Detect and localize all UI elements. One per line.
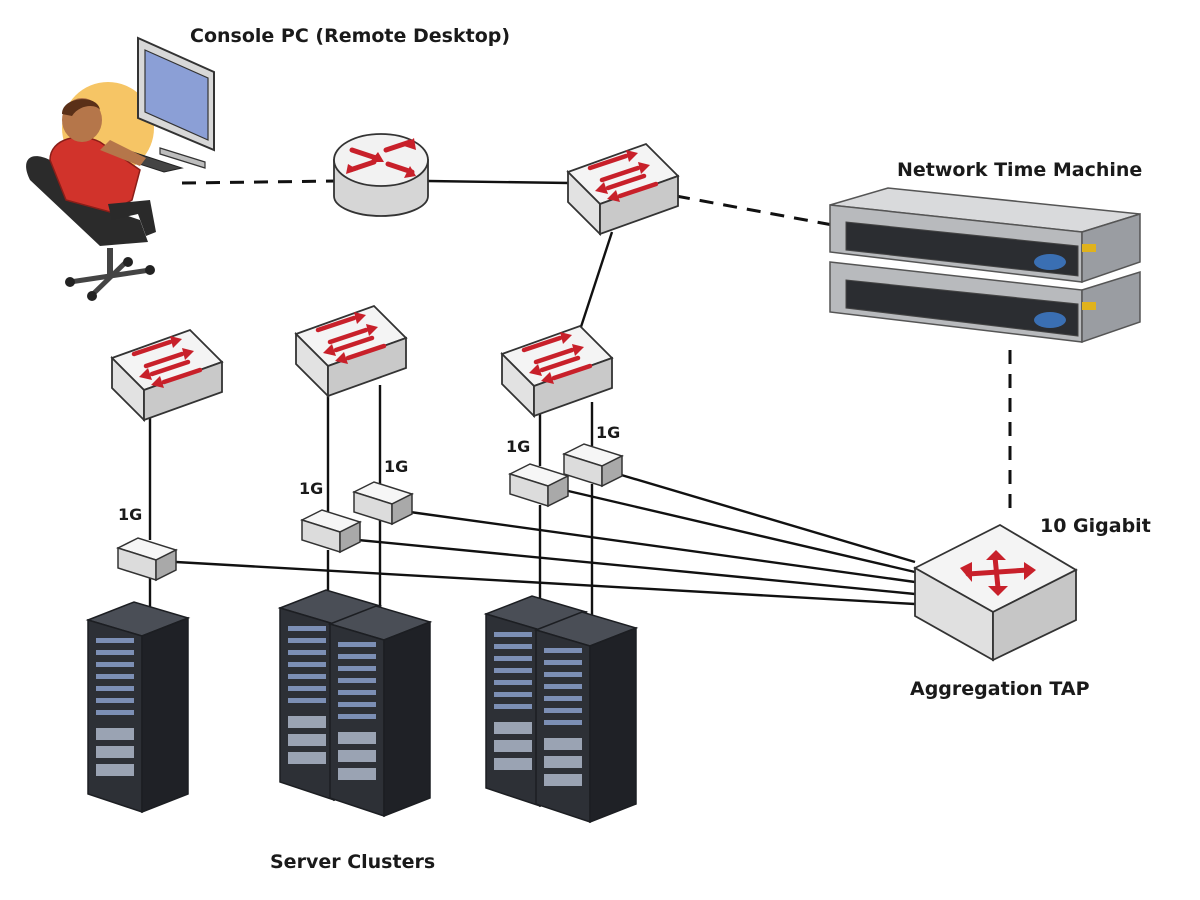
tap-3-icon [353, 481, 413, 525]
link-console-router [181, 179, 339, 185]
server-rack-3-icon [329, 605, 431, 817]
router-icon [333, 133, 429, 217]
switch-3-icon [502, 326, 612, 416]
link-label-1g-2: 1G [299, 479, 323, 498]
server-clusters-label: Server Clusters [270, 851, 435, 873]
tap-5-icon [563, 443, 623, 487]
link-label-1g-1: 1G [118, 505, 142, 524]
rack-appliance-icon [829, 187, 1141, 344]
link-tap4-aggregation [563, 488, 916, 574]
link-label-1g-5: 1G [596, 423, 620, 442]
link-label-1g-3: 1G [384, 457, 408, 476]
link-label-1g-4: 1G [506, 437, 530, 456]
console-pc-label: Console PC (Remote Desktop) [190, 25, 510, 47]
link-tap2-aggregation [357, 538, 916, 596]
person-at-computer-icon [26, 36, 215, 301]
aggregation-tap-icon [913, 523, 1078, 662]
tap-2-icon [301, 509, 361, 553]
core-switch-icon [568, 144, 678, 234]
network-time-machine-label: Network Time Machine [897, 159, 1142, 181]
connections [148, 179, 1012, 630]
link-tap1-aggregation [175, 560, 916, 606]
link-router-core-switch [427, 179, 571, 185]
switch-2-icon [296, 306, 406, 396]
tap-4-icon [509, 463, 569, 507]
link-core-switch-ntm [675, 194, 839, 228]
link-tap3-aggregation [409, 510, 916, 584]
link-core-switch-switch3 [576, 231, 614, 337]
link-tap5-aggregation [617, 472, 916, 564]
aggregation-tap-label: Aggregation TAP [910, 678, 1090, 700]
ten-gigabit-label: 10 Gigabit [1040, 515, 1151, 537]
server-rack-1-icon [87, 601, 189, 813]
switch-1-icon [112, 330, 222, 420]
tap-1-icon [117, 537, 177, 581]
server-rack-5-icon [535, 611, 637, 823]
